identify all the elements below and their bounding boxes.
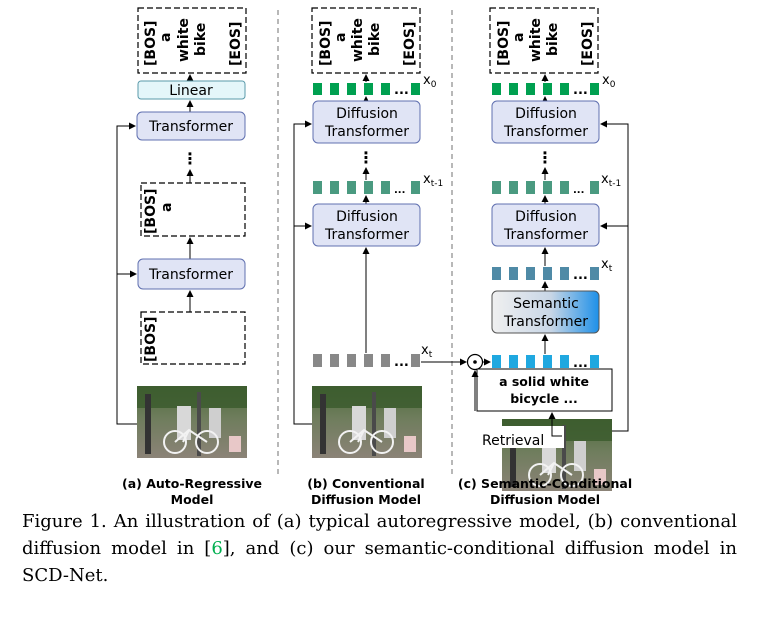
token-row-xt-b: ... xyxy=(313,354,420,370)
label-xt1-b: xt-1 xyxy=(423,172,443,189)
svg-text:⋮: ⋮ xyxy=(358,148,374,167)
transformer-label-top: Transformer xyxy=(148,119,233,135)
svg-text:...: ... xyxy=(394,355,409,370)
token-eos: [EOS] xyxy=(228,22,244,66)
svg-text:Diffusion: Diffusion xyxy=(336,106,398,122)
token-row-xt1-c: ... xyxy=(492,181,599,196)
retrieval-label: Retrieval xyxy=(482,433,544,449)
svg-text:Diffusion: Diffusion xyxy=(515,106,577,122)
label-xt-c: xt xyxy=(601,257,613,274)
label-xt1-c: xt-1 xyxy=(601,172,621,189)
output-token-box-c xyxy=(489,7,599,74)
panel-a-caption-line1: (a) Auto-Regressive xyxy=(122,476,262,491)
output-token-box xyxy=(137,7,247,74)
svg-text:Transformer: Transformer xyxy=(503,314,588,330)
linear-box xyxy=(137,80,246,100)
svg-text:Transformer: Transformer xyxy=(324,124,409,140)
partial-token-box-2 xyxy=(140,182,246,237)
svg-text:...: ... xyxy=(573,268,588,283)
panel-c-caption-line2: Diffusion Model xyxy=(490,492,600,505)
svg-text:Diffusion: Diffusion xyxy=(336,209,398,225)
token-row-xt-semantic-c: ... xyxy=(492,267,599,283)
svg-text:...: ... xyxy=(573,83,588,98)
token-white-c: white xyxy=(528,18,544,62)
transformer-label-bottom: Transformer xyxy=(148,267,233,283)
token-a-c: a xyxy=(511,33,527,42)
token-bike-c: bike xyxy=(545,23,561,56)
diffusion-transformer-bottom-c xyxy=(491,203,600,247)
token-bos-c: [BOS] xyxy=(496,21,512,66)
token-a: a xyxy=(158,33,174,42)
token-bike-b: bike xyxy=(367,23,383,56)
caption-text-2: ], and (c) our semantic-conditional diff… xyxy=(22,538,737,586)
svg-text:Transformer: Transformer xyxy=(503,124,588,140)
svg-text:...: ... xyxy=(394,83,409,98)
svg-text:...: ... xyxy=(573,185,584,196)
token-bike: bike xyxy=(193,23,209,56)
token-bos-1: [BOS] xyxy=(143,317,159,362)
svg-text:bicycle ...: bicycle ... xyxy=(510,391,578,406)
transformer-box-bottom xyxy=(137,258,246,290)
token-row-concat-c: ... xyxy=(492,355,599,371)
token-bos-2: [BOS] xyxy=(143,189,159,234)
diffusion-transformer-top-b xyxy=(312,100,421,144)
label-x0-c: x0 xyxy=(602,73,616,90)
svg-text:Transformer: Transformer xyxy=(324,227,409,243)
label-x0-b: x0 xyxy=(423,73,437,90)
panel-a-caption-line2: Model xyxy=(171,492,214,505)
panel-b-caption-line2: Diffusion Model xyxy=(311,492,421,505)
input-image-a xyxy=(136,385,248,459)
panel-b: [BOS] a white bike [EOS] ... x0 Diffusio… xyxy=(293,7,467,459)
token-bos: [BOS] xyxy=(143,21,159,66)
input-image-b xyxy=(311,385,423,459)
figure-caption: Figure 1. An illustration of (a) typical… xyxy=(22,508,737,589)
linear-label: Linear xyxy=(169,83,213,99)
token-a-2: a xyxy=(159,203,175,212)
vdots-a: ⋮ xyxy=(182,149,198,168)
panel-a: [BOS] a white bike [EOS] Linear Transfor… xyxy=(116,7,248,459)
token-eos-c: [EOS] xyxy=(580,22,596,66)
token-a-b: a xyxy=(333,33,349,42)
token-row-x0-c: ... xyxy=(492,83,599,98)
citation-link[interactable]: 6 xyxy=(211,538,223,559)
panel-b-caption-line1: (b) Conventional xyxy=(307,476,424,491)
svg-text:Diffusion: Diffusion xyxy=(515,209,577,225)
token-row-xt1-b: ... xyxy=(313,181,420,196)
label-xt-b: xt xyxy=(421,343,433,360)
token-row-x0-b: ... xyxy=(313,83,420,98)
panel-c-caption-line1: (c) Semantic-Conditional xyxy=(458,476,632,491)
diffusion-transformer-bottom-b xyxy=(312,203,421,247)
svg-text:Transformer: Transformer xyxy=(503,227,588,243)
token-eos-b: [EOS] xyxy=(402,22,418,66)
figure-diagram: [BOS] a white bike [EOS] Linear Transfor… xyxy=(0,0,757,505)
retrieved-sentence-box xyxy=(476,368,613,412)
transformer-box-top xyxy=(136,111,246,141)
output-token-box-b xyxy=(311,7,421,74)
partial-token-box-1 xyxy=(140,311,246,365)
token-white-b: white xyxy=(350,18,366,62)
svg-text:a solid white: a solid white xyxy=(499,374,589,389)
token-bos-b: [BOS] xyxy=(318,21,334,66)
svg-text:Semantic: Semantic xyxy=(513,296,579,312)
svg-text:...: ... xyxy=(573,356,588,371)
caption-text-1: Figure 1. An illustration of (a) typical… xyxy=(22,511,737,559)
diffusion-transformer-top-c xyxy=(491,100,600,144)
svg-text:...: ... xyxy=(394,185,405,196)
token-white: white xyxy=(176,18,192,62)
panel-c: [BOS] a white bike [EOS] ... x0 Diffusio… xyxy=(468,8,629,491)
svg-text:⋮: ⋮ xyxy=(537,148,553,167)
semantic-transformer-box xyxy=(491,290,600,334)
